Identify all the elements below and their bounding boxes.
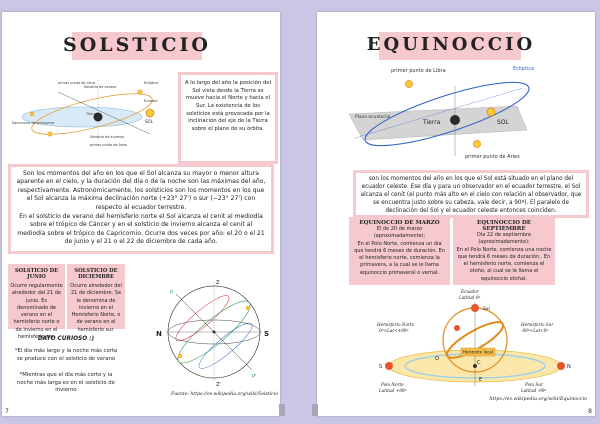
equatorial-plane xyxy=(348,105,528,141)
binding-tab-left xyxy=(279,404,285,416)
label-plano-ecuatorial: Plano ecuatorial xyxy=(355,114,390,120)
card-marzo-heading: EQUINOCCIO DE MARZO xyxy=(359,220,440,226)
ecliptic-orbit xyxy=(31,93,153,135)
label-hem-sur: Hemisferio Sur xyxy=(520,322,554,327)
label-hem-sur-lat: -90º<Lat<0º xyxy=(521,328,548,333)
main-paragraph-2: En el solsticio de verano del hemisferio… xyxy=(17,213,265,246)
curioso-1: *El día más largo y la noche más corta s… xyxy=(14,348,118,362)
label-s: S xyxy=(379,364,382,370)
card-diciembre: SOLSTICIO DE DICIEMBRE Ocurre alrededor … xyxy=(67,264,125,333)
card-marzo-text: En el Polo Norte, comienza un día que te… xyxy=(354,240,445,276)
label-equinoccio-primavera: Equinoccio de primavera xyxy=(12,121,54,125)
label-aries: primer punto de Aries xyxy=(90,143,127,147)
sphere-label-s: S xyxy=(264,330,269,338)
celestial-sphere-diagram: N S P P' Z Z' xyxy=(156,280,269,388)
page-number-right: 8 xyxy=(588,408,592,415)
label-e: E xyxy=(479,377,482,383)
sun-icon xyxy=(145,108,155,118)
earth-icon xyxy=(450,115,460,125)
page-title: SOLSTICIO xyxy=(63,34,211,56)
label-ecliptica: Eclíptica xyxy=(144,81,158,85)
label-o: O xyxy=(435,356,439,362)
globe-diagram: Horizonte local Ecuador Latitud 0º Sol H… xyxy=(376,289,571,393)
label-solsticio-verano: Solsticio de verano xyxy=(84,85,116,89)
label-polo-sur-lat: Latitud -90º xyxy=(520,388,546,393)
label-ecliptica: Eclíptica xyxy=(513,65,534,72)
label-libra: primer punto de Libra xyxy=(391,68,446,74)
main-paragraph-1: Son los momentos del año en los que el S… xyxy=(16,170,266,211)
sphere-label-p: P xyxy=(170,290,173,296)
label-tierra: Tierra xyxy=(422,119,441,126)
main-paragraph: son los momentos del año en los que el S… xyxy=(360,176,582,214)
card-septiembre-text: En el Polo Norte, comienza una noche que… xyxy=(456,246,552,282)
card-junio: SOLSTICIO DE JUNIO Ocurre regularmente a… xyxy=(8,264,65,340)
label-polo-norte: Polo Norte xyxy=(380,382,404,387)
curioso-title: DATO CURIOSO :) xyxy=(37,336,95,342)
sphere-label-z: Z xyxy=(216,280,220,286)
label-n: N xyxy=(567,364,571,370)
binding-tab-right xyxy=(312,404,318,416)
label-horizonte: Horizonte local xyxy=(463,350,493,355)
equator-plane xyxy=(21,106,143,128)
sun-icon xyxy=(486,107,496,117)
label-sol: SOL xyxy=(145,119,154,124)
sphere-label-n: N xyxy=(156,330,162,338)
solstice-diagram: Tierra SOL primer punto de Libra Solstic… xyxy=(12,80,158,147)
fuente-left: Fuente: https://es.wikipedia.org/wiki/So… xyxy=(171,392,278,397)
curioso-2: *Mientras que el día más corto y la noch… xyxy=(17,372,115,394)
title-banner xyxy=(379,32,521,60)
main-text-box: son los momentos del año en los que el S… xyxy=(353,170,589,218)
page-left: SOLSTICIO Tierra SOL primer punto de Lib… xyxy=(2,12,285,416)
fuente-right: https://es.wikipedia.org/wiki/Equinoccio xyxy=(489,397,587,402)
intro-box: A lo largo del año la posición del Sol v… xyxy=(178,72,278,164)
title-banner xyxy=(72,32,202,60)
card-diciembre-heading: SOLSTICIO DE DICIEMBRE xyxy=(74,268,118,280)
card-marzo-date: El de 20 de marzo (aproximadamente): xyxy=(373,226,426,240)
page-number-left: 7 xyxy=(5,408,9,415)
label-solsticio-invierno: Solsticio de invierno xyxy=(90,135,124,139)
sphere-label-pp: P' xyxy=(252,374,256,380)
sun-icon xyxy=(245,305,251,311)
label-tierra: Tierra xyxy=(85,112,96,116)
label-ecuador: Ecuador xyxy=(144,99,158,103)
label-ecuador-lat: Latitud 0º xyxy=(458,295,480,300)
label-ecuador: Ecuador xyxy=(460,289,480,294)
intro-text: A lo largo del año la posición del Sol v… xyxy=(184,80,272,133)
card-septiembre-heading: EQUINOCCIO DE SEPTIEMBRE xyxy=(476,220,532,232)
sphere-label-zp: Z' xyxy=(216,382,221,388)
equinox-diagram: primer punto de Libra Eclíptica Plano ec… xyxy=(348,65,534,160)
label-polo-norte-lat: Latitud +90º xyxy=(378,388,407,393)
card-junio-heading: SOLSTICIO DE JUNIO xyxy=(14,268,59,280)
card-marzo: EQUINOCCIO DE MARZO El de 20 de marzo (a… xyxy=(349,217,450,285)
label-sol: Sol xyxy=(483,306,490,312)
label-c: C xyxy=(477,360,481,366)
ecliptic-orbit xyxy=(364,81,530,147)
earth-icon xyxy=(93,112,103,122)
card-septiembre: EQUINOCCIO DE SEPTIEMBRE Día 22 de septi… xyxy=(453,217,555,285)
label-polo-sur: Polo Sur xyxy=(524,382,544,387)
horizon-label-box xyxy=(460,347,496,357)
label-sol: SOL xyxy=(497,119,510,126)
card-septiembre-date: Día 22 de septiembre (aproximadamente): xyxy=(476,232,532,246)
label-hem-norte-lat: 0º<Lat<+90º xyxy=(379,328,408,333)
main-text-box: Son los momentos del año en los que el S… xyxy=(8,164,274,254)
card-junio-text: Ocurre regularmente alrededor del 21 de … xyxy=(10,283,63,340)
page-right: EQUINOCCIO primer punto de Libra Eclípti… xyxy=(312,12,595,416)
page-title: EQUINOCCIO xyxy=(366,34,536,55)
label-libra: primer punto de Libra xyxy=(58,81,95,85)
label-aries: primer punto de Aries xyxy=(465,154,520,160)
label-hem-norte: Hemisferio Norte xyxy=(376,322,415,327)
card-diciembre-text: Ocurre alrededor del 21 de diciembre. Se… xyxy=(70,283,122,333)
